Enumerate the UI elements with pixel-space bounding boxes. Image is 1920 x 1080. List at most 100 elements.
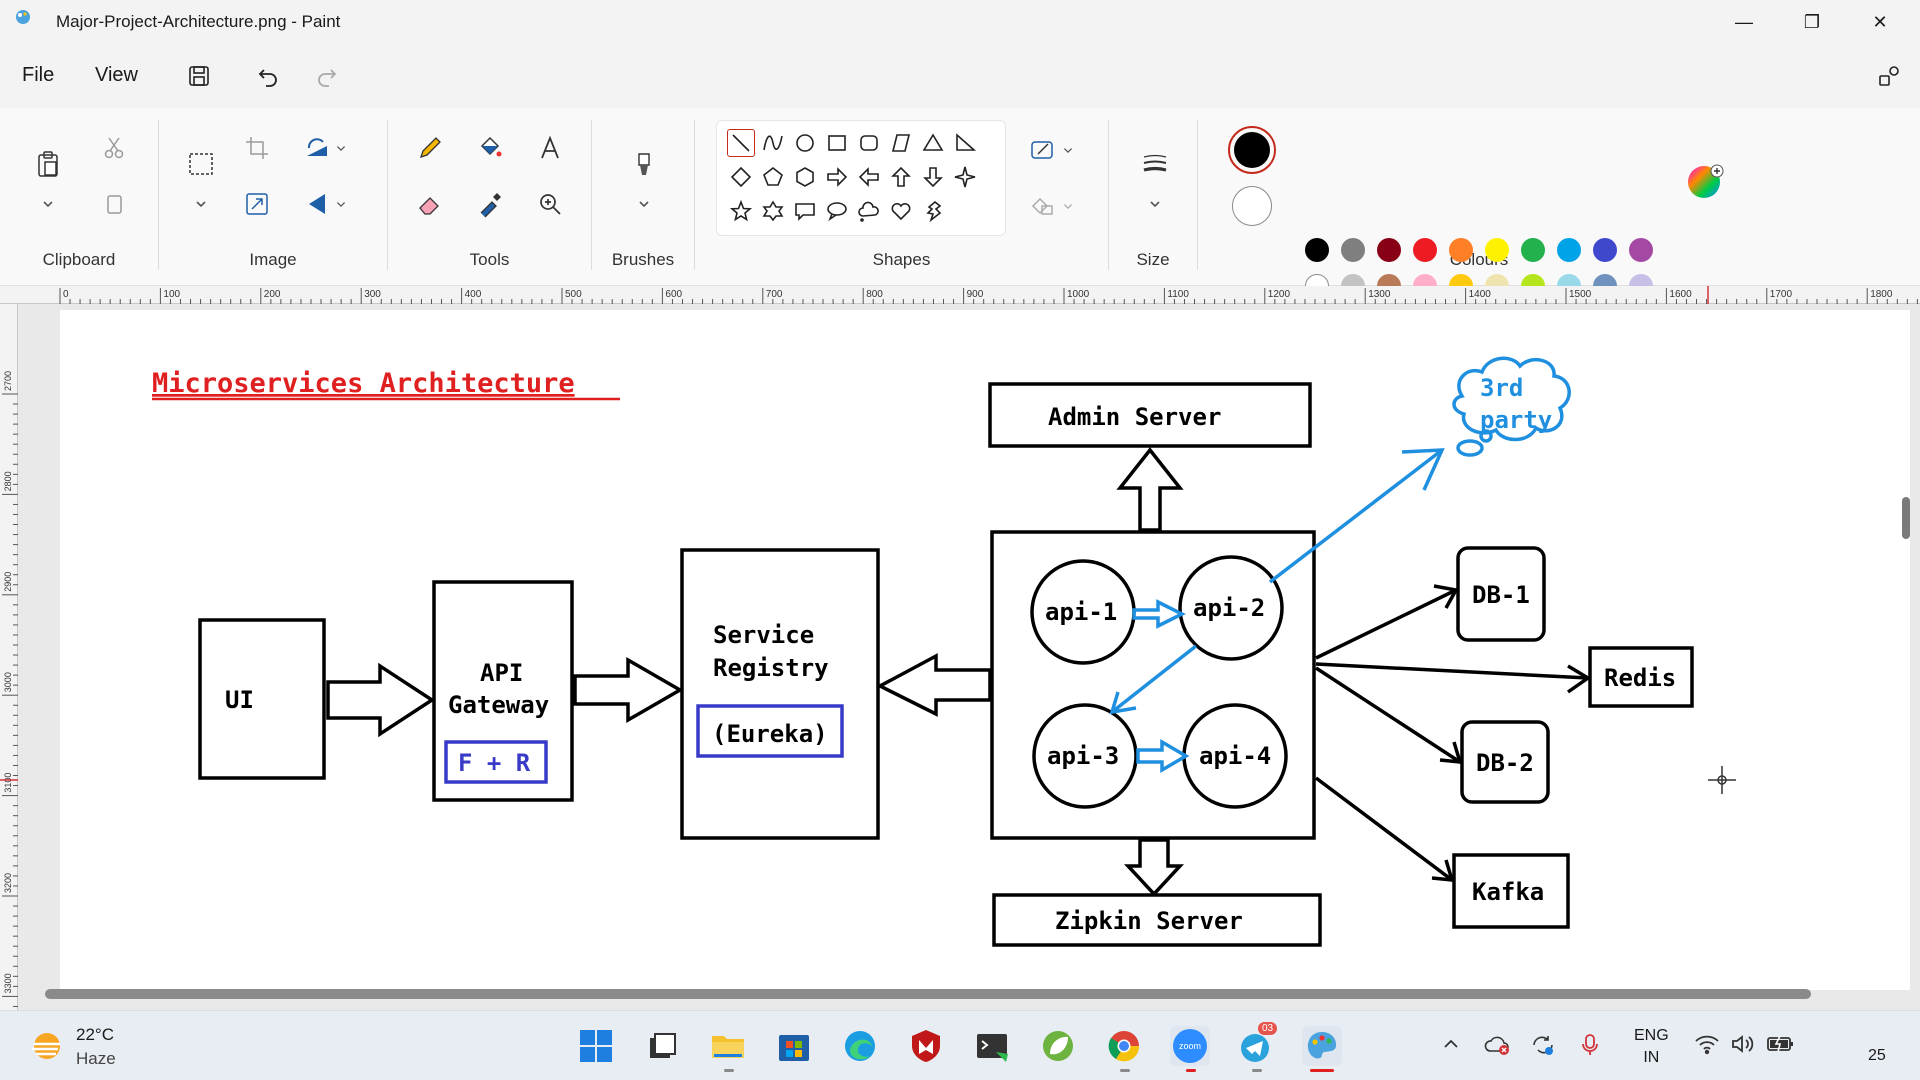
volume-tray-icon[interactable]	[1730, 1033, 1756, 1060]
rectangle-shape[interactable]	[823, 129, 851, 157]
brushes-dropdown[interactable]	[626, 192, 662, 216]
fill-shape-button[interactable]	[1026, 188, 1058, 224]
down-arrow-shape[interactable]	[919, 163, 947, 191]
colour-swatch[interactable]	[1341, 238, 1365, 262]
colour-swatch[interactable]	[1485, 238, 1509, 262]
horizontal-scrollbar[interactable]	[45, 989, 1811, 999]
rotate-button[interactable]	[299, 130, 335, 166]
four-point-star-shape[interactable]	[951, 163, 979, 191]
onedrive-tray-icon[interactable]	[1484, 1033, 1512, 1062]
chevron-down-icon	[639, 201, 649, 208]
hexagon-shape[interactable]	[791, 163, 819, 191]
show-hidden-icons-button[interactable]	[1440, 1033, 1462, 1060]
right-arrow-shape[interactable]	[823, 163, 851, 191]
vertical-scrollbar[interactable]	[1902, 497, 1910, 539]
colour-swatch[interactable]	[1557, 238, 1581, 262]
polygon-shape[interactable]	[887, 129, 915, 157]
colour-swatch[interactable]	[1377, 238, 1401, 262]
paint-taskbar-button[interactable]	[1302, 1026, 1342, 1066]
secondary-colour[interactable]	[1232, 186, 1272, 226]
pencil-button[interactable]	[412, 130, 448, 166]
rotate-dropdown[interactable]	[331, 130, 351, 166]
spring-button[interactable]	[1038, 1026, 1078, 1066]
colour-swatch[interactable]	[1521, 238, 1545, 262]
paste-dropdown[interactable]	[30, 192, 66, 216]
file-explorer-button[interactable]	[708, 1026, 748, 1066]
cloud-callout-shape[interactable]	[855, 197, 883, 225]
brushes-button[interactable]	[624, 144, 664, 184]
undo-button[interactable]	[252, 60, 284, 92]
oval-callout-shape[interactable]	[823, 197, 851, 225]
close-button[interactable]: ✕	[1872, 11, 1888, 32]
primary-colour[interactable]	[1228, 126, 1276, 174]
edit-colours-button[interactable]	[1686, 160, 1726, 200]
start-button[interactable]	[576, 1026, 616, 1066]
diamond-shape[interactable]	[727, 163, 755, 191]
text-button[interactable]	[532, 130, 568, 166]
chrome-button[interactable]	[1104, 1026, 1144, 1066]
ruler-label: 1000	[1067, 289, 1090, 300]
four-point-star-icon	[954, 166, 976, 188]
redo-button[interactable]	[311, 60, 343, 92]
eraser-button[interactable]	[412, 186, 448, 222]
menu-file[interactable]: File	[22, 64, 55, 86]
fill-shape-dropdown[interactable]	[1058, 188, 1078, 224]
color-picker-button[interactable]	[472, 186, 508, 222]
minimize-button[interactable]: —	[1735, 11, 1753, 32]
magnifier-button[interactable]	[532, 186, 568, 222]
size-dropdown[interactable]	[1137, 192, 1173, 216]
pentagon-shape[interactable]	[759, 163, 787, 191]
wifi-tray-icon[interactable]	[1694, 1033, 1720, 1060]
crop-button[interactable]	[239, 130, 275, 166]
heart-shape[interactable]	[887, 197, 915, 225]
maximize-button[interactable]: ❐	[1803, 11, 1821, 32]
task-view-button[interactable]	[642, 1026, 682, 1066]
lightning-shape[interactable]	[919, 197, 947, 225]
rect-callout-shape[interactable]	[791, 197, 819, 225]
mcafee-button[interactable]	[906, 1026, 946, 1066]
left-arrow-shape[interactable]	[855, 163, 883, 191]
share-button[interactable]	[1873, 60, 1905, 92]
image-label: Image	[249, 250, 297, 269]
colour-swatch[interactable]	[1593, 238, 1617, 262]
clock[interactable]: 25	[1868, 1047, 1886, 1064]
select-button[interactable]	[181, 144, 221, 184]
six-point-star-shape[interactable]	[759, 197, 787, 225]
drawing-canvas[interactable]: Microservices Architecture	[60, 310, 1910, 990]
resize-button[interactable]	[239, 186, 275, 222]
select-dropdown[interactable]	[183, 192, 219, 216]
outline-dropdown[interactable]	[1058, 132, 1078, 168]
menu-view[interactable]: View	[95, 64, 138, 86]
right-triangle-shape[interactable]	[951, 129, 979, 157]
colour-swatch[interactable]	[1629, 238, 1653, 262]
curve-shape[interactable]	[759, 129, 787, 157]
oval-shape[interactable]	[791, 129, 819, 157]
copy-button[interactable]	[96, 186, 132, 222]
five-point-star-shape[interactable]	[727, 197, 755, 225]
size-button[interactable]	[1135, 144, 1175, 184]
edge-button[interactable]	[840, 1026, 880, 1066]
battery-tray-icon[interactable]	[1766, 1033, 1796, 1060]
zoom-button[interactable]: zoom	[1170, 1026, 1210, 1066]
input-language-button[interactable]: ENG IN	[1634, 1025, 1669, 1069]
cut-button[interactable]	[96, 130, 132, 166]
sync-tray-icon[interactable]	[1530, 1033, 1556, 1062]
triangle-shape[interactable]	[919, 129, 947, 157]
up-arrow-shape[interactable]	[887, 163, 915, 191]
colour-swatch[interactable]	[1413, 238, 1437, 262]
flip-dropdown[interactable]	[331, 186, 351, 222]
canvas-area[interactable]: Microservices Architecture	[18, 304, 1920, 1010]
colour-swatch[interactable]	[1449, 238, 1473, 262]
paste-button[interactable]	[28, 144, 68, 184]
microphone-tray-icon[interactable]	[1580, 1033, 1600, 1062]
terminal-button[interactable]	[972, 1026, 1012, 1066]
outline-button[interactable]	[1026, 132, 1058, 168]
rounded-rectangle-shape[interactable]	[855, 129, 883, 157]
fill-button[interactable]	[472, 130, 508, 166]
store-button[interactable]	[774, 1026, 814, 1066]
save-button[interactable]	[183, 60, 215, 92]
line-shape[interactable]	[727, 129, 755, 157]
colour-swatch[interactable]	[1305, 238, 1329, 262]
telegram-button[interactable]: 03	[1236, 1022, 1278, 1066]
flip-button[interactable]	[299, 186, 335, 222]
